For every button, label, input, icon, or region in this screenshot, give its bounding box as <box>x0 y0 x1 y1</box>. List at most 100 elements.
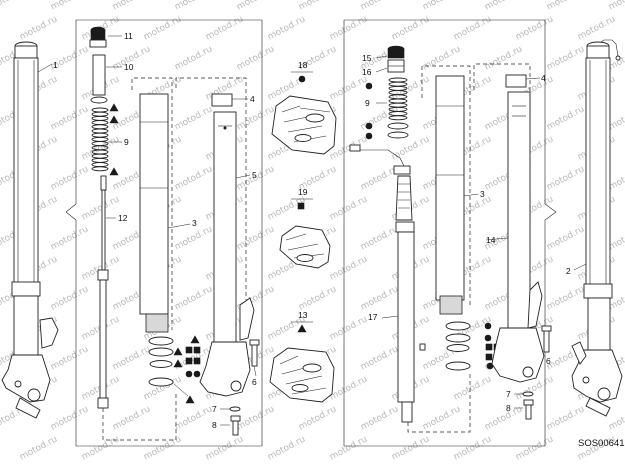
label-6-right: 6 <box>546 356 551 366</box>
circle-icon <box>365 82 373 90</box>
watermark-text: motod.ru <box>421 0 462 13</box>
watermark-text: motod.ru <box>545 224 586 252</box>
watermark-text: motod.ru <box>514 14 555 42</box>
watermark-text: motod.ru <box>328 14 369 42</box>
circle-icon <box>484 334 492 342</box>
label-3: 3 <box>192 218 197 228</box>
circle-icon <box>484 322 492 330</box>
part-7-washer-right <box>522 391 534 397</box>
watermark-text: motod.ru <box>80 434 121 462</box>
spring-coil <box>91 157 109 163</box>
spring-coil <box>388 115 408 121</box>
square-icon <box>297 202 305 210</box>
drawing-code: SOS00641 <box>578 438 624 449</box>
part-9-spring <box>91 107 109 172</box>
circle-icon <box>298 75 306 83</box>
watermark-text: motod.ru <box>576 14 617 42</box>
watermark-text: motod.ru <box>235 224 276 252</box>
watermark-text: motod.ru <box>173 284 214 312</box>
label-11: 11 <box>124 31 133 41</box>
watermark-text: motod.ru <box>111 0 152 13</box>
label-4-right: 4 <box>541 73 546 83</box>
watermark-text: motod.ru <box>483 404 524 432</box>
watermark-text: motod.ru <box>545 164 586 192</box>
watermark-text: motod.ru <box>173 104 214 132</box>
square-icon <box>193 357 201 365</box>
watermark-text: motod.ru <box>173 224 214 252</box>
spring-coil <box>91 166 109 172</box>
spring-coil <box>91 132 109 138</box>
watermark-text: motod.ru <box>49 344 90 372</box>
label-14: 14 <box>486 235 496 245</box>
part-8-bolt-right <box>523 399 534 420</box>
spring-coil <box>91 124 109 130</box>
watermark-text: motod.ru <box>328 374 369 402</box>
part-8-bolt <box>230 415 241 436</box>
label-9: 9 <box>124 137 129 147</box>
label-10: 10 <box>124 62 134 72</box>
label-4: 4 <box>250 94 255 104</box>
part-6-bolt <box>249 339 260 367</box>
watermark-text: motod.ru <box>204 14 245 42</box>
watermark-text: motod.ru <box>545 104 586 132</box>
watermark-text: motod.ru <box>359 0 400 13</box>
triangle-icon <box>109 167 119 176</box>
watermark-text: motod.ru <box>607 0 625 13</box>
label-5: 5 <box>252 170 257 180</box>
triangle-icon <box>109 115 119 124</box>
part-17-cartridge <box>349 144 426 423</box>
watermark-text: motod.ru <box>452 14 493 42</box>
legend-number-13: 13 <box>298 310 308 320</box>
watermark-text: motod.ru <box>49 284 90 312</box>
watermark-text: motod.ru <box>49 0 90 13</box>
triangle-icon <box>190 335 200 344</box>
label-16: 16 <box>362 67 372 77</box>
watermark-text: motod.ru <box>266 434 307 462</box>
watermark-text: motod.ru <box>359 344 400 372</box>
watermark-text: motod.ru <box>266 14 307 42</box>
watermark-text: motod.ru <box>204 434 245 462</box>
part-14-slider <box>491 91 545 383</box>
part-7-washer <box>229 406 241 412</box>
watermark-text: motod.ru <box>328 194 369 222</box>
right-fork-leg-assembled <box>571 39 623 417</box>
watermark-text: motod.ru <box>328 434 369 462</box>
watermark-text: motod.ru <box>452 374 493 402</box>
legend-19-square: 19 <box>279 187 331 269</box>
watermark-text: motod.ru <box>545 44 586 72</box>
circle-icon <box>365 122 373 130</box>
label-17: 17 <box>368 312 378 322</box>
spring-coil <box>91 128 109 134</box>
triangle-icon <box>109 103 119 112</box>
watermark-text: motod.ru <box>142 434 183 462</box>
spring-coil <box>91 107 109 113</box>
part-4-bushing <box>211 93 233 107</box>
watermark-text: motod.ru <box>173 0 214 13</box>
triangle-icon <box>173 359 183 368</box>
triangle-icon <box>173 347 183 356</box>
part-9-spring-right <box>388 77 408 121</box>
watermark-text: motod.ru <box>421 404 462 432</box>
watermark-text: motod.ru <box>0 0 28 13</box>
part-4-bushing-right <box>505 74 527 88</box>
circle-icon <box>193 370 201 378</box>
label-8: 8 <box>212 420 217 430</box>
spring-coil <box>91 162 109 168</box>
circle-icon <box>365 132 373 140</box>
seal-stack <box>148 336 174 387</box>
spring-coil <box>91 120 109 126</box>
part-3-inner-tube <box>139 93 169 333</box>
right-frame <box>343 19 557 447</box>
watermark-text: motod.ru <box>359 224 400 252</box>
label-1: 1 <box>53 60 58 70</box>
watermark-text: motod.ru <box>49 224 90 252</box>
watermark-text: motod.ru <box>483 44 524 72</box>
watermark-text: motod.ru <box>328 254 369 282</box>
watermark-text: motod.ru <box>328 74 369 102</box>
legend-number-19: 19 <box>298 187 308 197</box>
spring-coil <box>388 77 408 83</box>
watermark-text: motod.ru <box>328 314 369 342</box>
label-6: 6 <box>252 377 257 387</box>
part-5-slider <box>199 111 255 397</box>
